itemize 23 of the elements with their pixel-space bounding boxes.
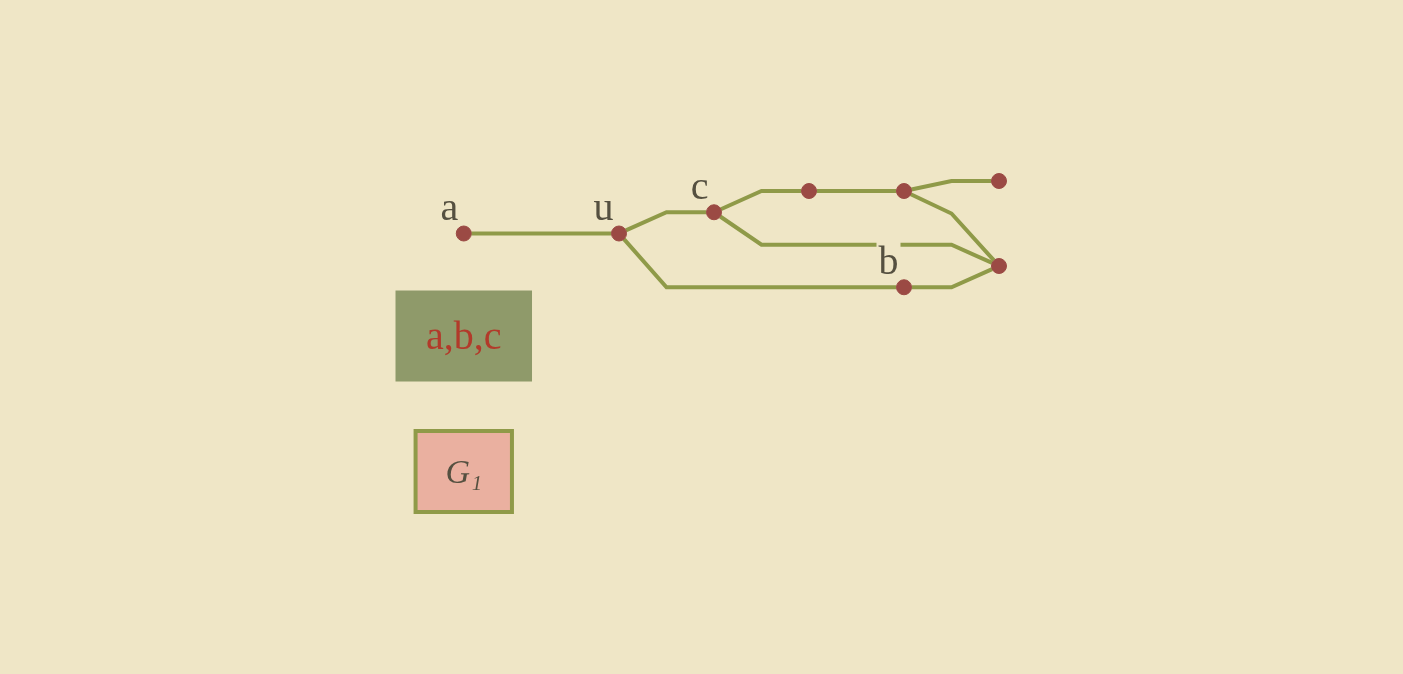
vertex-dot xyxy=(611,225,628,241)
vertex-dot xyxy=(801,182,818,199)
connector xyxy=(625,209,707,232)
vertex-dot xyxy=(706,203,723,220)
connector xyxy=(816,188,897,193)
vertex-label: b xyxy=(878,237,899,283)
vertex-dot xyxy=(991,172,1008,189)
vertex-label: u xyxy=(593,183,614,229)
connector xyxy=(471,231,612,235)
connector xyxy=(719,214,994,265)
label-box: a,b,c xyxy=(395,290,533,381)
connector xyxy=(910,191,996,262)
vertex-dot xyxy=(456,225,472,241)
connector xyxy=(622,237,897,289)
connector xyxy=(911,266,994,289)
connector xyxy=(720,188,802,211)
vertex-label: a xyxy=(440,183,459,229)
label-box: G₁ xyxy=(413,428,515,514)
vertex-label: c xyxy=(691,162,709,208)
vertex-dot xyxy=(896,182,913,199)
connector xyxy=(911,178,992,191)
vertex-dot xyxy=(991,257,1008,274)
vertex-dot xyxy=(896,278,913,295)
